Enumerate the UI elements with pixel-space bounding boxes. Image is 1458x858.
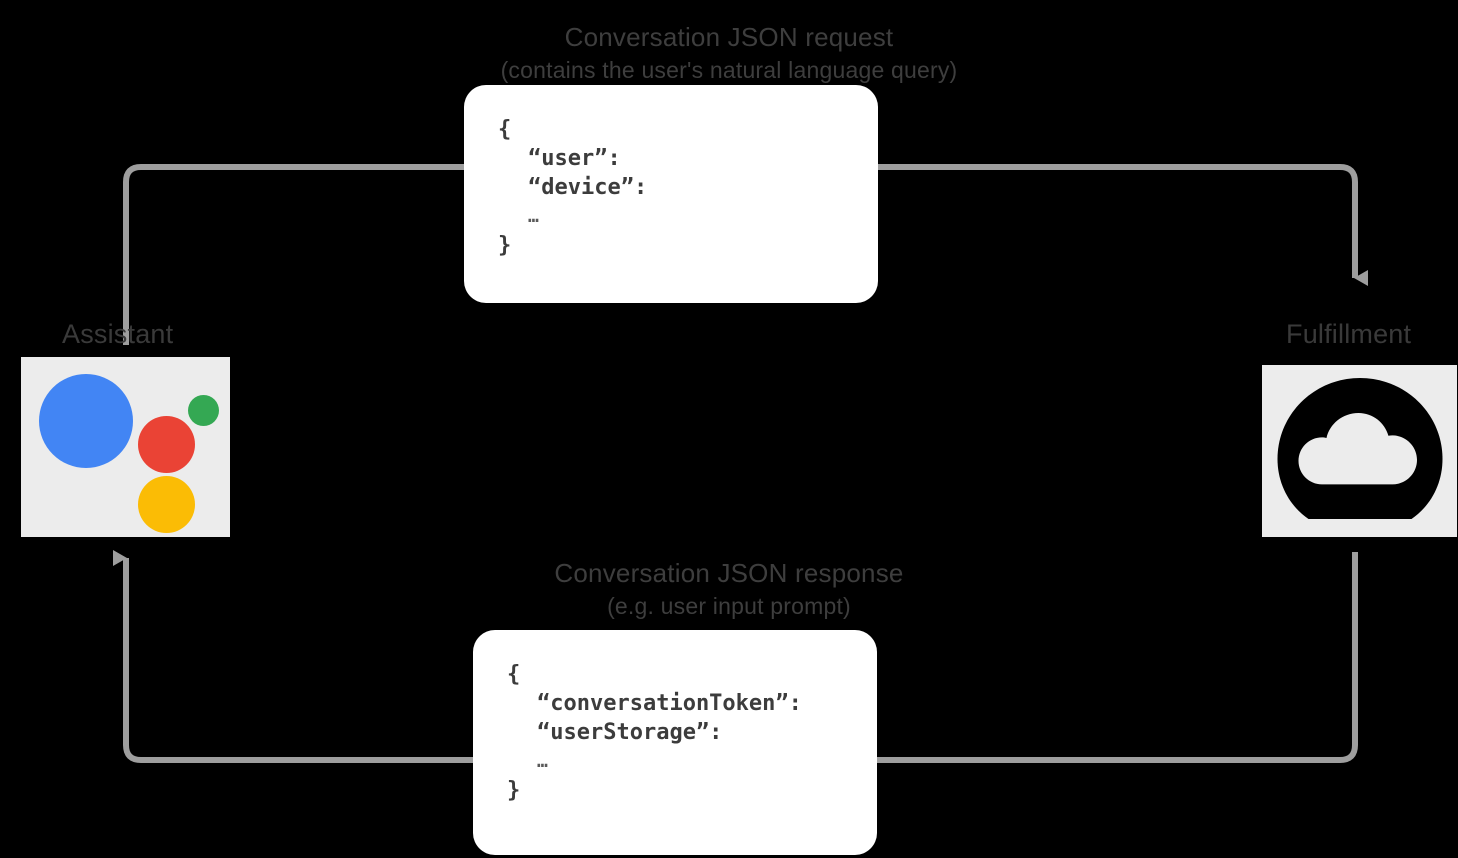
response-json-line-conversation-token: “conversationToken”: (537, 691, 802, 716)
google-assistant-icon-blue-dot (39, 374, 133, 468)
request-json-line-user: “user”: (528, 146, 621, 171)
assistant-endpoint-tile (21, 357, 230, 537)
response-json-line-close: } (507, 778, 521, 803)
fulfillment-endpoint-tile (1262, 365, 1457, 537)
response-flow-label-primary: Conversation JSON response (554, 558, 904, 588)
response-flow-label: Conversation JSON response (e.g. user in… (0, 556, 1458, 622)
request-flow-label-secondary: (contains the user's natural language qu… (500, 57, 958, 83)
google-assistant-icon-green-dot (188, 395, 219, 426)
response-json-line-open: { (507, 662, 521, 687)
request-json-line-open: { (498, 117, 512, 142)
request-json-line-close: } (498, 233, 512, 258)
fulfillment-caption: Fulfillment (1286, 319, 1412, 349)
response-json-line-user-storage: “userStorage”: (537, 720, 723, 745)
request-json-line-device: “device”: (528, 175, 648, 200)
google-assistant-icon-red-dot (138, 416, 195, 473)
conversation-request-json-card: { “user”: “device”: … } (464, 85, 878, 303)
assistant-caption: Assistant (62, 319, 174, 349)
google-assistant-icon-yellow-dot (138, 476, 195, 533)
conversation-response-json-card: { “conversationToken”: “userStorage”: … … (473, 630, 877, 855)
response-json-line-more: … (537, 751, 548, 772)
request-json-line-more: … (528, 206, 539, 227)
request-flow-label: Conversation JSON request (contains the … (0, 20, 1458, 86)
request-flow-label-primary: Conversation JSON request (564, 22, 894, 52)
response-flow-label-secondary: (e.g. user input prompt) (607, 593, 851, 619)
cloud-icon (1272, 376, 1447, 526)
